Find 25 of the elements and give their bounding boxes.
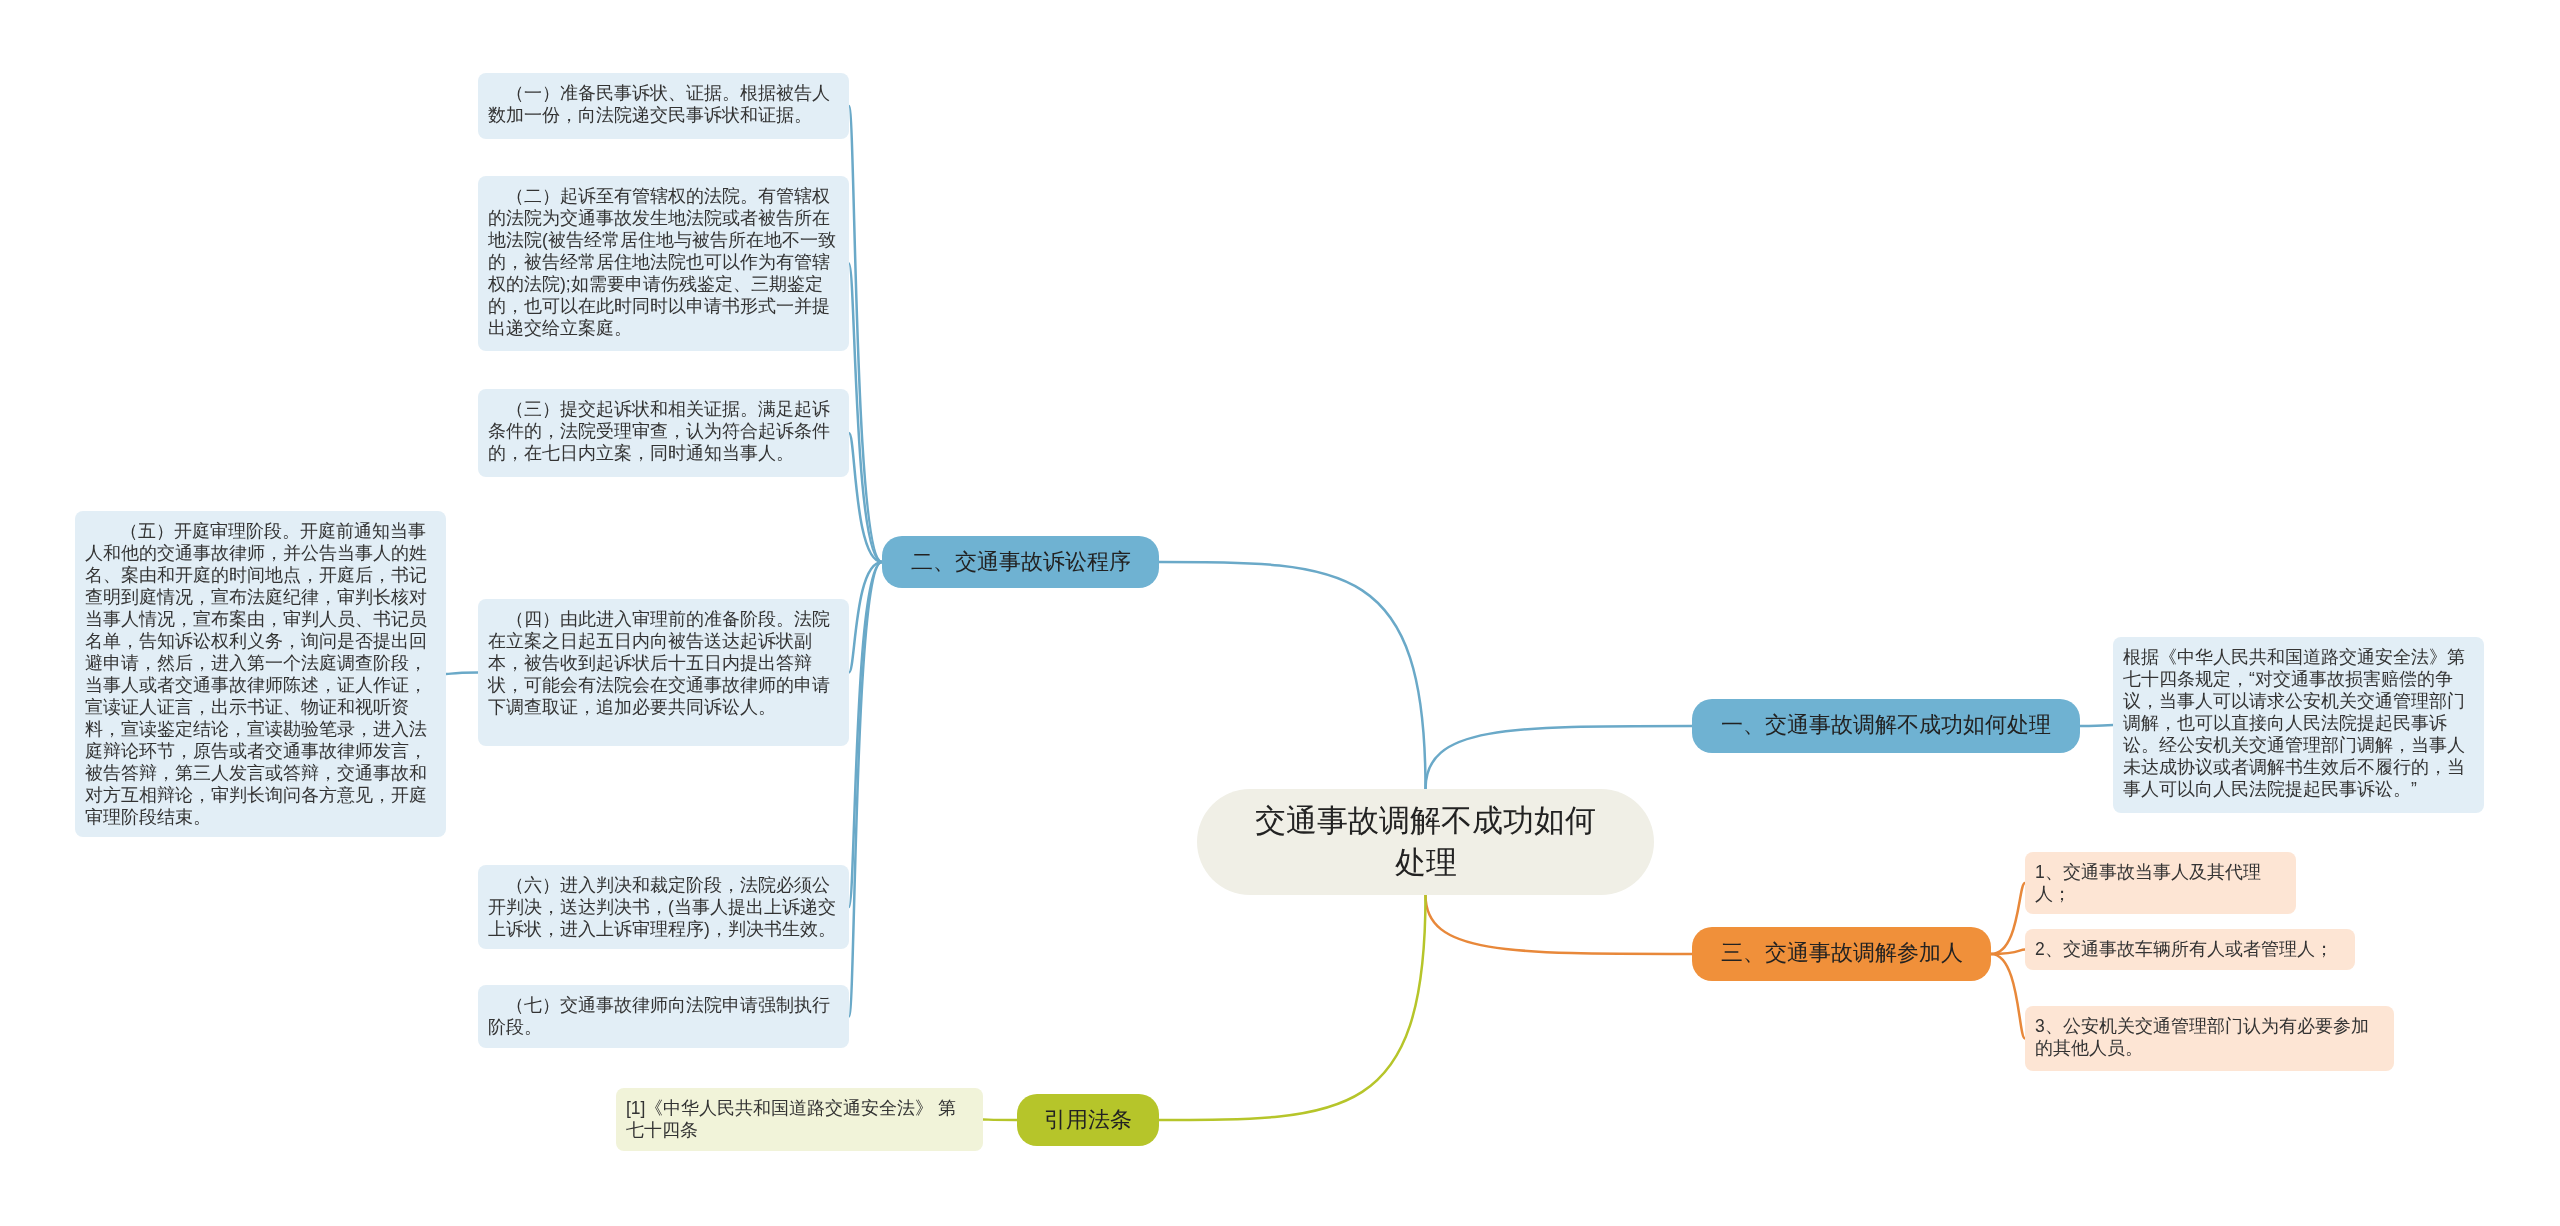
central-topic: 交通事故调解不成功如何处理 [1197,789,1654,895]
note-box: 根据《中华人民共和国道路交通安全法》第七十四条规定，“对交通事故损害赔偿的争议，当事人可以请求公安机关交通管理部门调解，也可以直接向人民法院提起民事诉讼。经公安机关交通管理部门调解，当事人未达成协议或者调解书生效后不履行的，当事人可以向人民法院提起民事诉讼。” [2113,637,2484,813]
note-box: （二）起诉至有管辖权的法院。有管辖权的法院为交通事故发生地法院或者被告所在地法院(被告经常居住地与被告所在地不一致的，被告经常居住地法院也可以作为有管辖权的法院);如需要申请伤残鉴定、三期鉴定的，也可以在此时同时以申请书形式一并提出递交给立案庭。 [478,176,849,351]
connector [1159,894,1427,1122]
item-box: 1、交通事故当事人及其代理人； [2025,852,2296,914]
connector [847,561,883,1017]
connector [1159,560,1427,790]
note-box: [1]《中华人民共和国道路交通安全法》 第七十四条 [616,1088,983,1151]
note-box: （五）开庭审理阶段。开庭前通知当事人和他的交通事故律师，并公告当事人的姓名、案由和开庭的时间地点，开庭后，书记查明到庭情况，宣布法庭纪律，审判长核对当事人情况，宣布案由，审判人员、书记员名单，告知诉讼权利义务，询问是否提出回避申请，然后，进入第一个法庭调查阶段，当事人或者交通事故律师陈述，证人作证，宣读证人证言，出示书证、物证和视听资料，宣读鉴定结论，宣读勘验笔录，进入法庭辩论环节，原告或者交通事故律师发言，被告答辩，第三人发言或答辩，交通事故和对方互相辩论，审判长询问各方意见，开庭审理阶段结束。 [75,511,446,837]
branch-topic: 引用法条 [1017,1094,1159,1146]
connector [2080,723,2114,728]
item-box: 3、公安机关交通管理部门认为有必要参加的其他人员。 [2025,1006,2394,1071]
branch-topic: 一、交通事故调解不成功如何处理 [1692,699,2080,753]
branch-topic: 二、交通事故诉讼程序 [882,536,1159,588]
note-box: （一）准备民事诉状、证据。根据被告人数加一份，向法院递交民事诉状和证据。 [478,73,849,139]
note-box: （三）提交起诉状和相关证据。满足起诉条件的，法院受理审查，认为符合起诉条件的，在七日内立案，同时通知当事人。 [478,389,849,477]
note-box: （七）交通事故律师向法院申请强制执行阶段。 [478,985,849,1048]
note-box: （四）由此进入审理前的准备阶段。法院在立案之日起五日内向被告送达起诉状副本，被告收到起诉状后十五日内提出答辩状，可能会有法院会在交通事故律师的申请下调查取证，追加必要共同诉讼人。 [478,599,849,746]
item-box: 2、交通事故车辆所有人或者管理人； [2025,929,2355,970]
connector [1990,952,2026,1040]
connector [983,1118,1017,1122]
connector [847,105,883,563]
connector [445,671,478,676]
branch-topic: 三、交通事故调解参加人 [1692,927,1991,981]
note-box: （六）进入判决和裁定阶段，法院必须公开判决，送达判决书，(当事人提出上诉递交上诉状，进入上诉审理程序)，判决书生效。 [478,865,849,949]
